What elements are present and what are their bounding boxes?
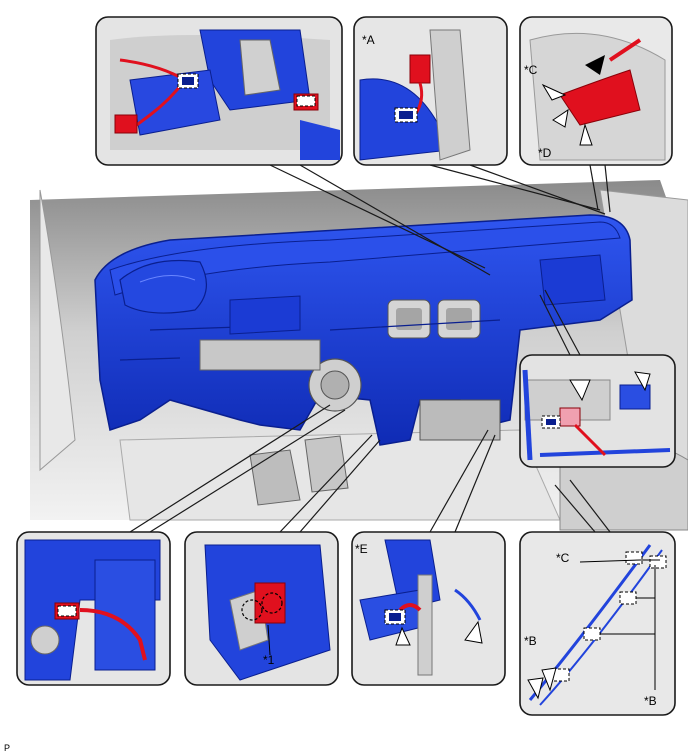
inset-b-c: *C *B *B: [519, 531, 676, 716]
label-c-top: *C: [524, 63, 538, 77]
inset-a: *A: [353, 16, 508, 166]
label-e: *E: [355, 542, 368, 556]
inset-1: *1: [184, 531, 339, 686]
inset-bottom-left: [16, 531, 171, 686]
inset-top-left: [95, 16, 343, 166]
label-b-right: *B: [644, 694, 657, 708]
label-1: *1: [263, 653, 275, 667]
label-b-left: *B: [524, 634, 537, 648]
label-c-bottom: *C: [556, 551, 570, 565]
inset-right-middle: [519, 354, 676, 468]
figure-code: P: [4, 743, 10, 753]
inset-e: *E: [351, 531, 506, 686]
label-a: *A: [362, 33, 375, 47]
label-d: *D: [538, 146, 552, 160]
leader-lines: [129, 164, 611, 533]
inset-c-d: *C *D: [519, 16, 673, 166]
